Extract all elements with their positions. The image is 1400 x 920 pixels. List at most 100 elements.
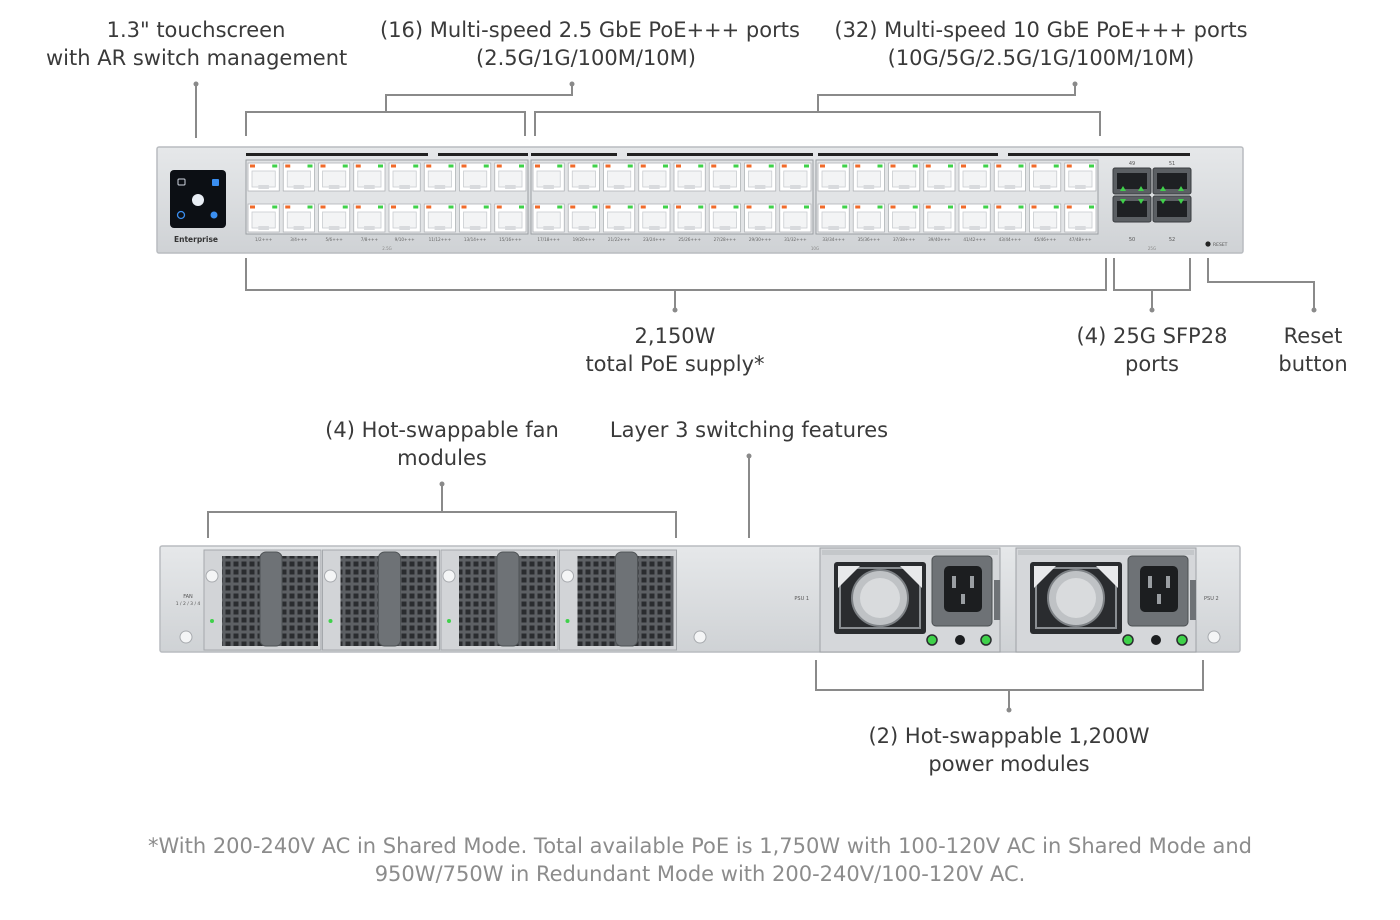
rj45-port[interactable] [603,203,636,233]
rj45-port[interactable] [247,203,280,233]
rj45-port[interactable] [638,203,671,233]
rj45-port[interactable] [817,162,850,192]
fan-handle[interactable] [615,551,638,647]
port-led-link [733,164,739,168]
port-led-link [1018,164,1024,168]
rj45-port[interactable] [459,203,492,233]
ac-inlet[interactable] [1140,566,1178,612]
rj45-port[interactable] [993,162,1026,192]
rj45-port[interactable] [603,162,636,192]
port-led-link [272,164,278,168]
rj45-port[interactable] [888,203,921,233]
sfp28-port[interactable] [1112,195,1152,223]
port-pair-label: 29/30+++ [749,237,772,242]
fan-thumbscrew[interactable] [561,569,574,583]
rj45-port[interactable] [1064,162,1097,192]
port-led-link [448,205,454,209]
power-supply-module[interactable] [819,547,1001,653]
rj45-port[interactable] [923,162,956,192]
fan-thumbscrew[interactable] [442,569,456,583]
fan-handle[interactable] [496,551,520,647]
sfp-led [1138,186,1144,191]
rj45-port[interactable] [532,162,565,192]
rj45-port[interactable] [494,203,527,233]
rj45-port[interactable] [958,162,991,192]
rj45-port[interactable] [1029,162,1062,192]
psu-latch[interactable] [1151,635,1161,645]
rj45-port[interactable] [1029,203,1062,233]
sfp28-port[interactable] [1152,167,1192,195]
ports-2-5g-bracket [245,84,573,136]
port-pair-label: 15/16+++ [499,237,522,242]
rj45-port[interactable] [923,203,956,233]
rj45-port[interactable] [494,162,527,192]
ac-inlet[interactable] [944,566,982,612]
rj45-port[interactable] [958,203,991,233]
power-supply-module[interactable] [1015,547,1197,653]
port-led-link [1089,164,1094,168]
psu-latch[interactable] [955,635,965,645]
sfp-led [1178,199,1184,204]
group-label-10g: 10G [811,246,819,251]
sfp28-port[interactable] [1112,167,1152,195]
rj45-port[interactable] [318,203,351,233]
poe-supply-callout-line2: total PoE supply* [585,352,765,376]
rj45-port[interactable] [388,162,421,192]
rj45-port[interactable] [353,162,386,192]
rj45-port[interactable] [993,203,1026,233]
rj45-port[interactable] [459,162,492,192]
port-led-link [342,205,348,209]
rj45-port[interactable] [744,162,777,192]
fan-handle[interactable] [378,551,401,647]
rj45-port[interactable] [423,162,456,192]
rj45-port[interactable] [388,203,421,233]
rj45-port[interactable] [282,162,315,192]
rj45-port[interactable] [852,162,885,192]
sfp28-port[interactable] [1152,195,1192,223]
port-led-link [948,164,953,168]
fan-module[interactable] [559,549,677,651]
rj45-port[interactable] [744,203,777,233]
rj45-port[interactable] [423,203,456,233]
fan-thumbscrew[interactable] [205,569,219,583]
psu-led [980,634,992,646]
power-modules-callout-line2: power modules [928,752,1090,776]
rj45-port[interactable] [708,203,741,233]
rj45-port[interactable] [282,203,315,233]
rj45-port[interactable] [247,162,280,192]
port-led-activity [925,164,931,168]
rj45-port[interactable] [567,203,600,233]
rj45-port[interactable] [779,162,812,192]
rj45-port[interactable] [318,162,351,192]
footnote-line2: 950W/750W in Redundant Mode with 200-240… [374,862,1026,886]
port-led-link [483,205,489,209]
fan-module[interactable] [322,549,440,651]
port-led-activity [250,205,255,209]
rj45-port[interactable] [673,203,706,233]
rj45-port[interactable] [779,203,812,233]
fan-module[interactable] [203,549,322,651]
port-led-activity [855,205,861,209]
rj45-port[interactable] [852,203,885,233]
port-led-activity [320,205,326,209]
rj45-port[interactable] [888,162,921,192]
port-header-bar [818,153,998,156]
rj45-port[interactable] [567,162,600,192]
fan-thumbscrew[interactable] [324,569,337,583]
touchscreen-callout: 1.3" touchscreen with AR switch manageme… [46,16,347,72]
rj45-port[interactable] [353,203,386,233]
rj45-port[interactable] [638,162,671,192]
port-led-activity [355,205,361,209]
fan-handle[interactable] [259,551,283,647]
port-pair-label: 17/18+++ [537,237,560,242]
reset-callout: Reset button [1262,322,1364,378]
brand-label: Enterprise [174,235,218,244]
reset-button[interactable] [1205,241,1211,247]
fan-module[interactable] [440,549,559,651]
rj45-port[interactable] [532,203,565,233]
rj45-port[interactable] [673,162,706,192]
rj45-port[interactable] [708,162,741,192]
rj45-port[interactable] [817,203,850,233]
port-led-link [378,164,383,168]
rj45-port[interactable] [1064,203,1097,233]
